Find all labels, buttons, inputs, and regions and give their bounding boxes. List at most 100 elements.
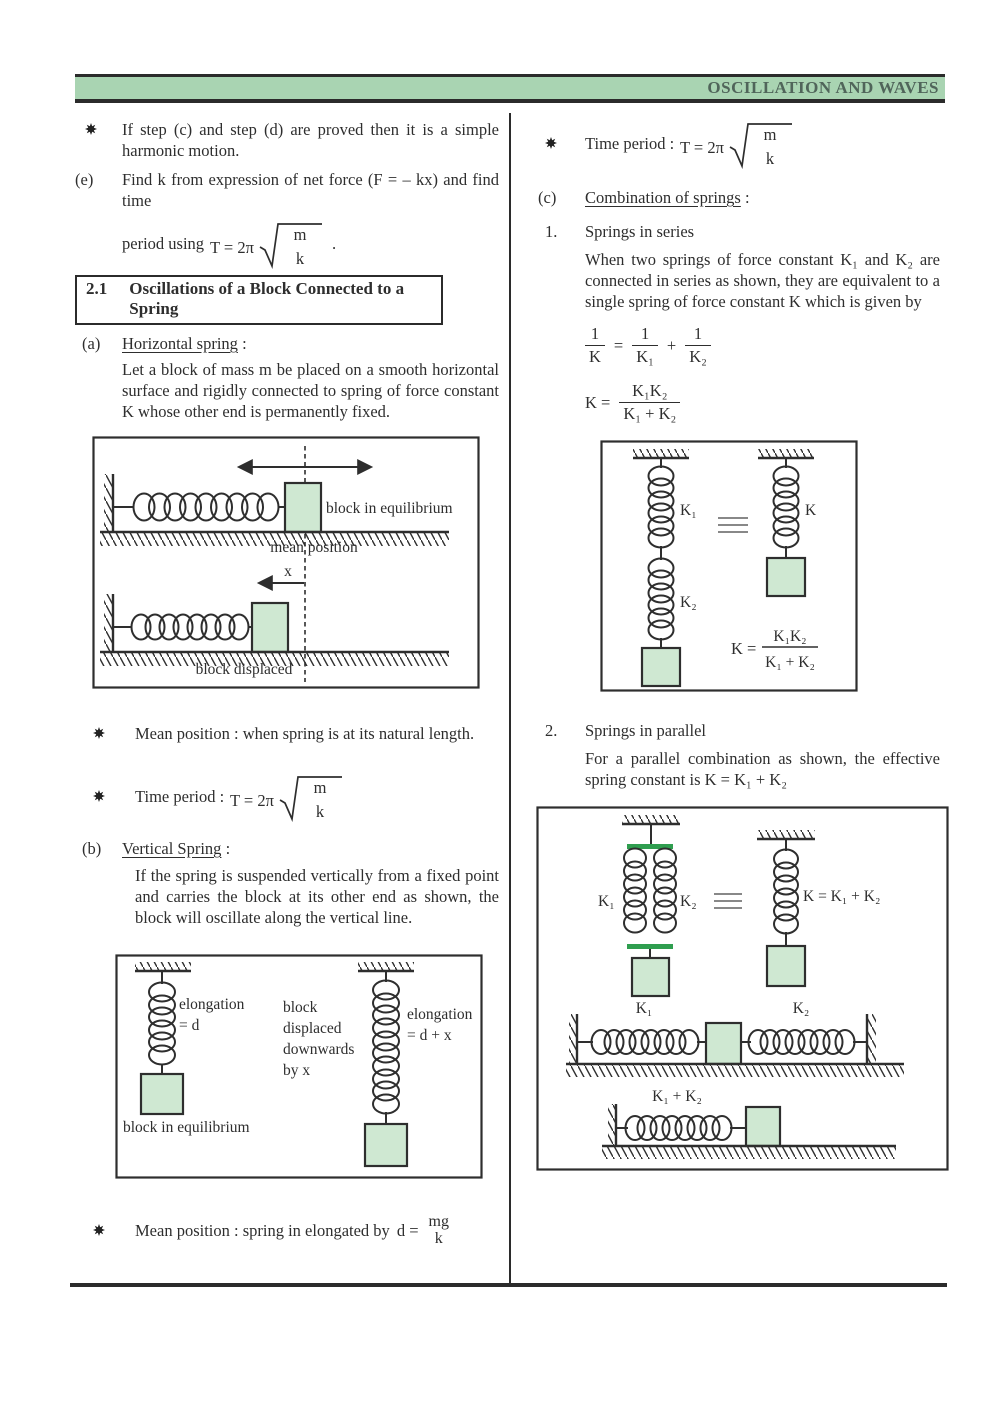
d-formula-fraction: mg k xyxy=(428,1213,449,1247)
item-1: 1. Springs in series xyxy=(538,221,940,242)
label-block-equilibrium: block in equilibrium xyxy=(123,1119,250,1136)
formula-num: m xyxy=(294,225,307,244)
bullet-text: If step (c) and step (d) are proved then… xyxy=(122,120,499,160)
mass-block xyxy=(704,1021,743,1066)
connector-bar-top xyxy=(627,844,673,849)
item-2: 2. Springs in parallel xyxy=(538,720,940,741)
svg-text:k: k xyxy=(316,802,325,821)
label-elongation-1: elongation xyxy=(179,996,245,1013)
label-block-equilibrium: block in equilibrium xyxy=(326,500,453,517)
period-formula-line: period using T = 2π m k . xyxy=(122,217,499,269)
mass-block xyxy=(630,956,671,998)
bullet-time-period: Time period : T = 2π m k xyxy=(75,770,499,822)
label-elongation-1b: = d xyxy=(179,1017,200,1034)
figure-vertical-spring: elongation = d block in equilibrium bloc… xyxy=(115,954,483,1179)
svg-text:T = 2π: T = 2π xyxy=(680,138,725,157)
ground-hatch xyxy=(100,650,449,666)
mass-block xyxy=(363,1122,409,1168)
svg-text:displaced: displaced xyxy=(283,1020,342,1037)
bullet-item: If step (c) and step (d) are proved then… xyxy=(75,119,499,161)
label-block-displaced: block displaced xyxy=(196,661,293,678)
spring-coil-k2 xyxy=(653,847,677,934)
mass-block xyxy=(765,944,807,988)
svg-text:block: block xyxy=(283,999,318,1016)
bullet-star-icon xyxy=(93,727,105,739)
mass-block xyxy=(283,481,323,534)
item-2-title: Springs in parallel xyxy=(585,721,706,740)
svg-text:downwards: downwards xyxy=(283,1041,354,1058)
item-c-label: (c) xyxy=(538,188,557,207)
spring-coil xyxy=(148,981,176,1066)
chapter-banner: OSCILLATION AND WAVES xyxy=(75,74,945,103)
mass-block xyxy=(250,601,290,654)
wall-hatch xyxy=(104,594,115,652)
ceiling-hatch xyxy=(622,815,680,826)
chapter-title: OSCILLATION AND WAVES xyxy=(707,78,939,97)
item-e-label: (e) xyxy=(75,170,94,189)
ground-hatch xyxy=(602,1144,896,1159)
label-elongation-2b: = d + x xyxy=(407,1027,452,1044)
spring-coil xyxy=(372,979,400,1115)
svg-text:m: m xyxy=(314,778,327,797)
label-k1: K₁ xyxy=(680,502,697,519)
figure-horizontal-spring: block in equilibrium mean position x xyxy=(92,436,480,689)
caption-block-displaced: block displaced downwards by x xyxy=(283,999,354,1079)
bullet-mean-position: Mean position : when spring is at its na… xyxy=(75,723,499,744)
mass-block xyxy=(765,556,807,598)
svg-text:K =: K = xyxy=(731,639,756,658)
mass-block xyxy=(640,646,682,688)
bullet-mean-position-2: Mean position : spring in elongated by d… xyxy=(75,1213,499,1247)
period-prefix: period using xyxy=(122,233,205,253)
spring-coil-k xyxy=(772,465,800,549)
label-elongation-2: elongation xyxy=(407,1006,473,1023)
mass-block xyxy=(744,1105,782,1148)
ceiling-hatch xyxy=(633,449,689,460)
horizontal-spring-paragraph: Let a block of mass m be placed on a smo… xyxy=(122,360,499,421)
label-x: x xyxy=(284,563,292,580)
item-c-heading: Combination of springs xyxy=(585,188,741,207)
mean-position-2-text: Mean position : spring in elongated by xyxy=(135,1220,390,1240)
formula-den: k xyxy=(296,249,305,268)
trailing-period: . xyxy=(332,233,337,253)
spring-coil xyxy=(132,492,280,522)
spring-coil-k1-horizontal xyxy=(590,1029,700,1055)
wall-hatch xyxy=(569,1014,579,1064)
wall-hatch xyxy=(865,1014,876,1064)
wall-hatch xyxy=(608,1104,618,1146)
wall-hatch xyxy=(104,474,115,532)
item-c: (c) Combination of springs : xyxy=(538,188,750,207)
column-divider xyxy=(509,113,511,1285)
bottom-rule xyxy=(70,1283,947,1287)
spring-coil xyxy=(130,613,250,641)
item-a-label: (a) xyxy=(82,334,101,353)
d-formula-lhs: d = xyxy=(396,1220,419,1240)
label-k1: K₁ xyxy=(598,893,615,910)
ceiling-hatch xyxy=(757,830,815,841)
time-period-formula: T = 2π m k xyxy=(230,776,343,822)
spring-coil-k2-horizontal xyxy=(747,1029,856,1055)
spring-coil-k1 xyxy=(623,847,647,934)
mean-position-text: Mean position : when spring is at its na… xyxy=(135,724,475,743)
right-column: Time period : T = 2π m k (c) Combination… xyxy=(536,113,949,1171)
ground-hatch xyxy=(100,530,449,546)
ceiling-hatch xyxy=(135,962,191,973)
item-b-heading: Vertical Spring xyxy=(122,839,222,858)
time-period-formula: T = 2π m k xyxy=(680,123,793,169)
time-period-prefix: Time period : xyxy=(135,786,225,806)
time-period-formula: T = 2π m k xyxy=(210,223,323,269)
item-2-label: 2. xyxy=(545,721,558,740)
ceiling-hatch xyxy=(758,449,814,460)
ceiling-hatch xyxy=(358,962,414,973)
svg-text:K₁ + K₂: K₁ + K₂ xyxy=(765,654,815,671)
equivalence-icon xyxy=(714,893,742,909)
figure-springs-parallel: K₁ K₂ K = K₁ + K₂ xyxy=(536,806,949,1171)
section-number: 2.1 xyxy=(86,279,108,298)
label-k-equivalent: K = K₁ + K₂ xyxy=(803,888,880,905)
bullet-star-icon xyxy=(93,1223,105,1236)
svg-text:m: m xyxy=(764,125,777,144)
item-1-label: 1. xyxy=(545,222,558,241)
section-heading-box: 2.1 Oscillations of a Block Connected to… xyxy=(75,275,443,325)
